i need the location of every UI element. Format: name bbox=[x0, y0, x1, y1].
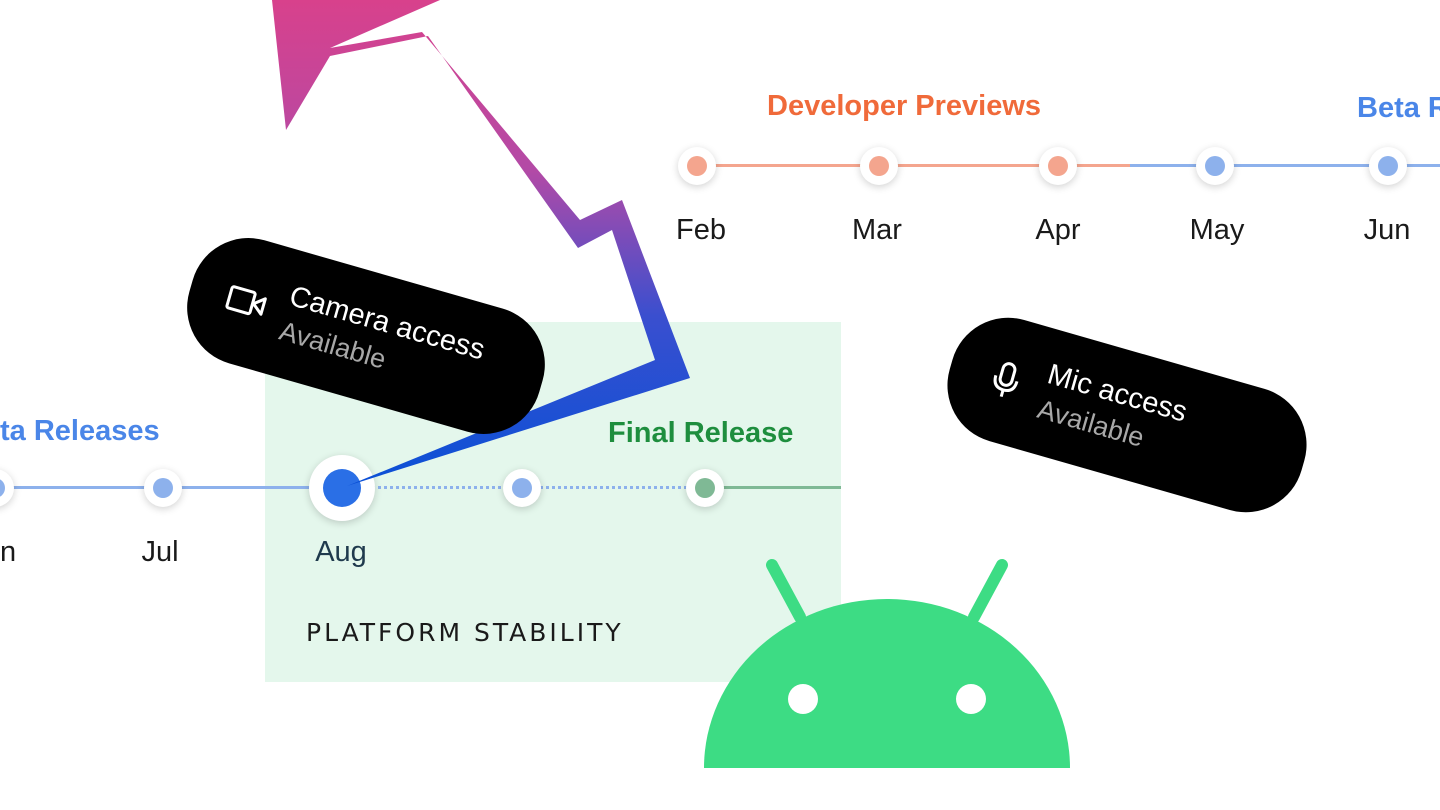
timeline-dot-mar bbox=[860, 147, 898, 185]
timeline-dot-jul bbox=[144, 469, 182, 507]
timeline-dot-jun bbox=[1369, 147, 1407, 185]
phase-label-developer-previews: Developer Previews bbox=[767, 90, 1042, 122]
timeline-dot-final bbox=[686, 469, 724, 507]
timeline-dot-aug-current bbox=[309, 455, 375, 521]
month-label-may: May bbox=[1189, 214, 1245, 246]
timeline-dot-apr bbox=[1039, 147, 1077, 185]
month-label-jun: Jun bbox=[1363, 214, 1411, 246]
timeline-top-preview-line bbox=[697, 164, 1130, 167]
timeline-top-beta-line bbox=[1130, 164, 1440, 167]
platform-stability-label: PLATFORM STABILITY bbox=[306, 618, 624, 647]
month-label-jul: Jul bbox=[141, 536, 179, 568]
camera-access-chip: Camera access Available bbox=[173, 224, 559, 448]
timeline-dot-feb bbox=[678, 147, 716, 185]
month-label-jun-partial: n bbox=[0, 536, 17, 568]
timeline-dot-may bbox=[1196, 147, 1234, 185]
android-robot-icon bbox=[704, 559, 1070, 768]
timeline-dot-sep bbox=[503, 469, 541, 507]
timeline-dot-jun-bottom bbox=[0, 469, 14, 507]
phase-label-beta-releases: Beta R bbox=[1357, 92, 1440, 124]
month-label-mar: Mar bbox=[852, 214, 902, 246]
microphone-icon bbox=[977, 355, 1036, 405]
video-camera-icon bbox=[216, 280, 278, 324]
month-label-aug: Aug bbox=[315, 536, 367, 568]
timeline-bottom-final-line bbox=[705, 486, 841, 489]
month-label-apr: Apr bbox=[1035, 214, 1081, 246]
mic-access-chip: Mic access Available bbox=[933, 303, 1321, 527]
month-label-feb: Feb bbox=[676, 214, 726, 246]
phase-label-final-release: Final Release bbox=[608, 417, 794, 449]
phase-label-beta-releases-bottom: ta Releases bbox=[0, 415, 160, 447]
